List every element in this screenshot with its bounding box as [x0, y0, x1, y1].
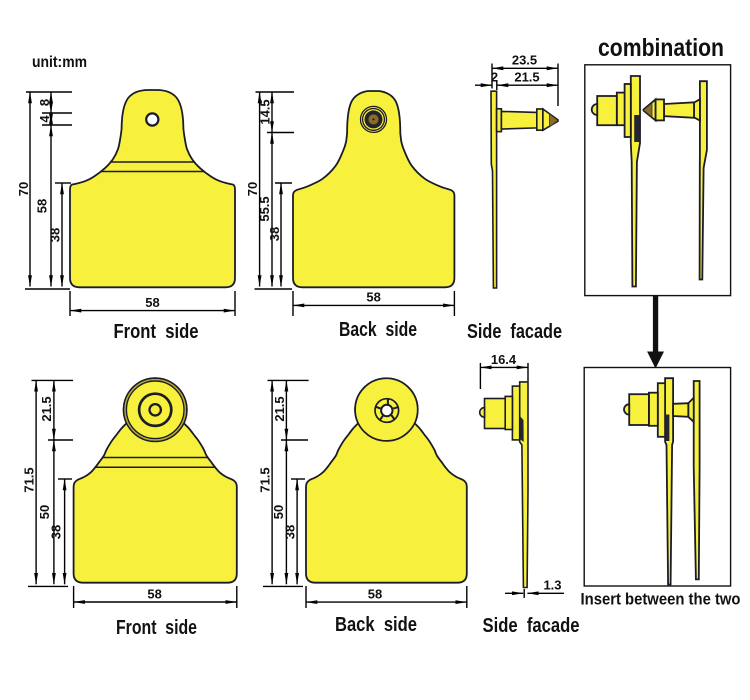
- svg-text:70: 70: [245, 182, 260, 196]
- svg-text:58: 58: [145, 295, 159, 310]
- svg-text:71.5: 71.5: [21, 467, 36, 492]
- svg-text:unit:mm: unit:mm: [32, 54, 87, 71]
- svg-text:14.5: 14.5: [257, 99, 272, 124]
- svg-text:71.5: 71.5: [257, 467, 272, 492]
- svg-text:Front side: Front side: [114, 321, 199, 343]
- svg-text:combination: combination: [598, 34, 724, 62]
- svg-text:70: 70: [16, 182, 31, 196]
- svg-text:21.5: 21.5: [272, 396, 287, 421]
- svg-text:38: 38: [267, 227, 282, 241]
- svg-text:Front side: Front side: [116, 617, 197, 639]
- svg-text:Side facade: Side facade: [467, 321, 562, 343]
- svg-text:58: 58: [366, 290, 380, 305]
- svg-text:2: 2: [491, 70, 498, 85]
- svg-text:Back side: Back side: [339, 319, 417, 341]
- svg-text:58: 58: [368, 587, 382, 602]
- svg-text:50: 50: [271, 505, 286, 519]
- svg-text:16.4: 16.4: [491, 352, 517, 367]
- svg-text:23.5: 23.5: [512, 53, 537, 68]
- svg-text:55.5: 55.5: [257, 196, 272, 221]
- svg-text:21.5: 21.5: [514, 70, 539, 85]
- svg-text:58: 58: [147, 587, 161, 602]
- svg-text:Insert between the two: Insert between the two: [581, 591, 741, 609]
- svg-text:Back side: Back side: [335, 614, 417, 636]
- svg-text:1.3: 1.3: [543, 578, 561, 593]
- svg-text:38: 38: [48, 525, 63, 539]
- svg-text:50: 50: [37, 505, 52, 519]
- svg-text:Side facade: Side facade: [483, 615, 580, 637]
- svg-text:38: 38: [47, 228, 62, 242]
- svg-text:38: 38: [282, 525, 297, 539]
- svg-text:4: 4: [37, 115, 52, 123]
- svg-text:8: 8: [37, 99, 52, 106]
- svg-text:21.5: 21.5: [39, 396, 54, 421]
- svg-text:58: 58: [34, 199, 49, 213]
